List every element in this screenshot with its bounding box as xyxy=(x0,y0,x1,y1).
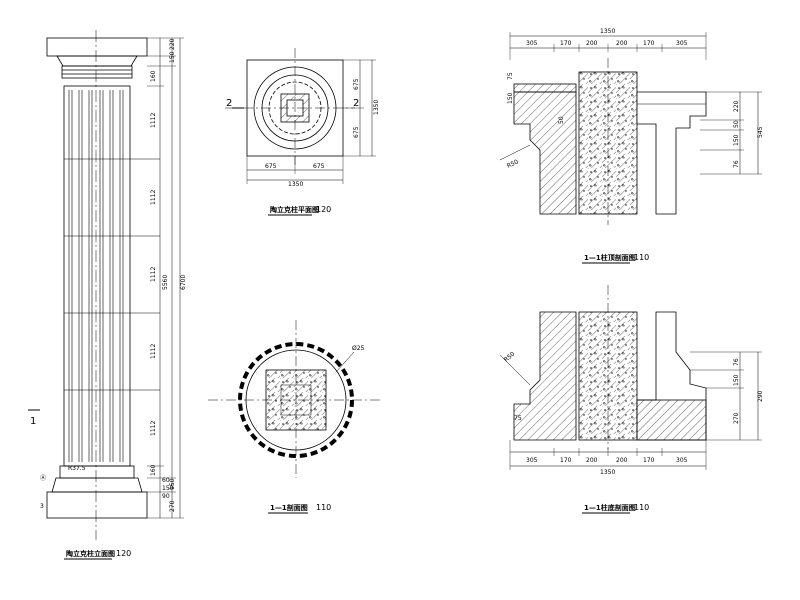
section-1-1-text: Ø25 1—1剖面图 110 xyxy=(268,345,365,514)
base-dim-3: 200 xyxy=(586,457,598,464)
top-right-slab xyxy=(636,91,707,215)
plan-dim-bottom-1: 675 xyxy=(265,163,277,170)
shaft-segment-lines xyxy=(64,158,160,391)
top-dim-right-3: 150 xyxy=(733,134,740,146)
top-dim-4: 200 xyxy=(616,40,628,47)
top-inner-label: 50 xyxy=(558,116,565,124)
plan-section-mark-right: 2 xyxy=(353,98,359,109)
elev-scale: 120 xyxy=(116,549,131,558)
elev-radius-label: R37.5 xyxy=(68,465,86,472)
top-callout: R50 xyxy=(506,158,520,169)
base-title: 1—1柱底剖面图 xyxy=(584,503,636,512)
elev-title: 陶立克柱立面图 xyxy=(66,549,115,558)
top-dim-right-2: 50 xyxy=(733,120,740,128)
base-dim-4: 200 xyxy=(616,457,628,464)
capital-plan xyxy=(225,48,376,184)
base-core xyxy=(578,311,638,441)
base-dim-right-total: 290 xyxy=(757,390,764,402)
capital-plan-text: 2 2 675 675 1350 675 675 1350 陶立克柱平面图 12… xyxy=(226,78,380,216)
elev-base-dim-3: 90 xyxy=(162,493,170,500)
elev-dim-8: 1112 xyxy=(150,421,157,436)
base-section xyxy=(499,285,762,470)
top-dim-5: 170 xyxy=(643,40,655,47)
plan-dim-right-1: 675 xyxy=(353,78,360,90)
elev-base-dim-2: 150 xyxy=(162,485,174,492)
plan-dim-bottom-2: 675 xyxy=(313,163,325,170)
plan-dim-bottom-total: 1350 xyxy=(288,181,303,188)
top-core xyxy=(578,71,638,215)
elev-dim-6: 1112 xyxy=(150,267,157,282)
base-dim-right-1: 76 xyxy=(733,358,740,366)
plan-dim-right-total: 1350 xyxy=(373,100,380,115)
base-dim-6: 305 xyxy=(676,457,688,464)
column-elevation xyxy=(28,30,184,540)
section-callout: Ø25 xyxy=(352,345,365,352)
plan-dim-right-2: 675 xyxy=(353,126,360,138)
top-title: 1—1柱顶剖面图 xyxy=(584,253,636,262)
top-dim-3: 200 xyxy=(586,40,598,47)
top-section xyxy=(499,32,762,225)
capital-necking xyxy=(61,65,133,79)
plan-title: 陶立克柱平面图 xyxy=(270,205,319,214)
base-dim-right-3: 270 xyxy=(733,412,740,424)
base-left-wall xyxy=(513,311,577,441)
base-dim-total: 1350 xyxy=(600,469,615,476)
top-dim-right-total: 545 xyxy=(757,126,764,138)
base-left-label: 75 xyxy=(514,415,522,422)
base-scotia xyxy=(51,477,143,493)
top-dim-1: 305 xyxy=(526,40,538,47)
top-dim-6: 305 xyxy=(676,40,688,47)
top-dim-total: 1350 xyxy=(600,28,615,35)
section-1-1 xyxy=(208,320,380,478)
elev-dim-2: 150 xyxy=(169,51,176,63)
top-scale: 110 xyxy=(634,253,649,262)
elev-dim-5: 1112 xyxy=(150,190,157,205)
capital-echinus xyxy=(56,55,138,67)
base-dim-2: 170 xyxy=(560,457,572,464)
elev-base-left-2: 3 xyxy=(40,503,44,510)
elev-total-outer: 6700 xyxy=(180,275,187,290)
section-title: 1—1剖面图 xyxy=(270,503,308,512)
section-scale: 110 xyxy=(316,503,331,512)
elev-dim-1: 220 xyxy=(169,38,176,50)
base-section-text: 305 170 200 200 170 305 1350 76 150 270 … xyxy=(503,350,764,514)
elev-dim-4: 1112 xyxy=(150,113,157,128)
elev-dim-10: 150 xyxy=(169,478,176,490)
elev-dim-11: 270 xyxy=(169,500,176,512)
base-scale: 110 xyxy=(634,503,649,512)
top-left-label-1: 75 xyxy=(507,72,514,80)
plan-section-mark-left: 2 xyxy=(226,98,232,109)
elev-base-left-1: Ⓐ xyxy=(40,474,46,482)
elev-section-mark: 1 xyxy=(30,416,36,427)
base-dim-1: 305 xyxy=(526,457,538,464)
shaft-flutes xyxy=(68,90,124,462)
section-core xyxy=(265,369,327,431)
plan-scale: 120 xyxy=(316,205,331,214)
base-plinth xyxy=(46,491,148,519)
base-dim-right-2: 150 xyxy=(733,374,740,386)
elev-base-dim-1: 60 xyxy=(162,477,170,484)
base-dim-5: 170 xyxy=(643,457,655,464)
base-callout: R50 xyxy=(503,350,517,363)
capital-abacus xyxy=(46,37,148,57)
section-outer-fluted xyxy=(238,342,354,458)
elev-dim-9: 160 xyxy=(150,464,157,476)
elev-dim-3: 160 xyxy=(150,70,157,82)
top-dim-right-1: 220 xyxy=(733,100,740,112)
column-elevation-text: 220 150 160 1112 1112 1112 1112 1112 160… xyxy=(30,38,187,560)
section-ring xyxy=(245,349,347,451)
top-section-text: 1350 305 170 200 200 170 305 220 50 150 … xyxy=(506,28,764,264)
elev-total-inner: 5560 xyxy=(162,275,169,290)
elev-dim-7: 1112 xyxy=(150,344,157,359)
top-left-label-2: 150 xyxy=(507,92,514,104)
top-dim-2: 170 xyxy=(560,40,572,47)
top-left-wall xyxy=(513,91,577,215)
top-dim-right-4: 76 xyxy=(733,160,740,168)
